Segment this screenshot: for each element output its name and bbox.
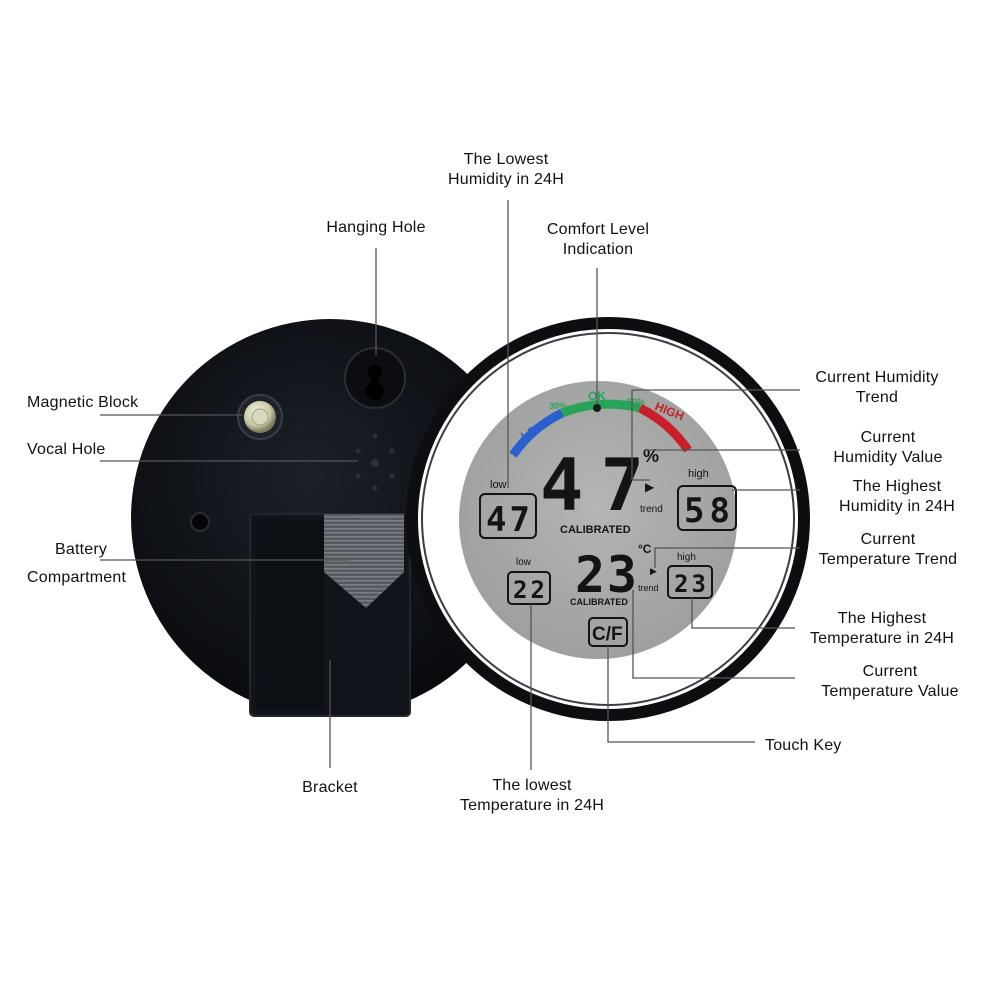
- device-back: [131, 319, 529, 717]
- ok-arc: [560, 399, 642, 418]
- label-lowest-temp: The lowest Temperature in 24H: [442, 776, 622, 816]
- temp-high-label: high: [677, 552, 696, 563]
- label-highest-humidity-line1: The Highest: [852, 478, 942, 495]
- label-lowest-humidity-line1: The Lowest: [463, 151, 549, 168]
- high-arc: [637, 403, 692, 453]
- hanging-hole: [344, 347, 406, 409]
- label-current-humidity-trend-line1: Current Humidity: [815, 369, 939, 386]
- label-battery-line1: Battery: [55, 541, 108, 558]
- label-comfort-level-line2: Indication: [562, 241, 634, 258]
- humidity-high-label: high: [688, 468, 709, 480]
- temp-calibrated: CALIBRATED: [570, 597, 628, 607]
- temp-value: 23: [575, 546, 637, 604]
- label-vocal-hole: Vocal Hole: [27, 441, 106, 458]
- label-magnetic-block: Magnetic Block: [27, 394, 139, 411]
- label-bracket: Bracket: [302, 779, 358, 796]
- label-battery-line2: Compartment: [27, 569, 127, 586]
- label-current-temp-value-line2: Temperature Value: [821, 683, 959, 700]
- humidity-calibrated: CALIBRATED: [560, 524, 631, 536]
- label-lowest-humidity: The Lowest Humidity in 24H: [416, 150, 596, 190]
- battery-compartment: [324, 514, 404, 608]
- temp-unit: °C: [638, 542, 652, 556]
- label-current-humidity-value: Current Humidity Value: [808, 428, 968, 468]
- temp-trend-label: trend: [638, 583, 659, 593]
- label-current-humidity-value-line1: Current: [860, 429, 916, 446]
- label-comfort-level-line1: Comfort Level: [546, 221, 650, 238]
- temp-high-box: [667, 565, 713, 599]
- leader-lines: [100, 200, 800, 770]
- humidity-low-label: low: [490, 479, 507, 491]
- label-current-temp-trend-line2: Temperature Trend: [818, 551, 958, 568]
- label-highest-temp: The Highest Temperature in 24H: [792, 609, 972, 649]
- label-current-temp-value-line1: Current: [862, 663, 918, 680]
- label-lowest-temp-line1: The lowest: [492, 777, 572, 794]
- label-current-temp-value: Current Temperature Value: [802, 662, 978, 702]
- arc-30-label: 30%: [549, 401, 567, 411]
- magnetic-block: [237, 394, 283, 440]
- label-current-humidity-trend-line2: Trend: [855, 389, 899, 406]
- temp-trend-arrow: ▶: [650, 566, 657, 576]
- label-lowest-humidity-line2: Humidity in 24H: [448, 171, 564, 188]
- label-highest-humidity: The Highest Humidity in 24H: [814, 477, 980, 517]
- humidity-trend-arrow: ▶: [645, 480, 655, 494]
- label-touch-key: Touch Key: [765, 737, 842, 754]
- label-current-temp-trend: Current Temperature Trend: [800, 530, 976, 570]
- temp-low-label: low: [516, 557, 532, 568]
- label-current-temp-trend-line1: Current: [860, 531, 916, 548]
- humidity-trend-label: trend: [640, 504, 663, 515]
- label-lowest-temp-line2: Temperature in 24H: [459, 797, 605, 814]
- label-current-humidity-value-line2: Humidity Value: [833, 449, 943, 466]
- low-arc: [509, 408, 565, 458]
- touch-key-label: C/F: [592, 624, 623, 645]
- humidity-high-box: [677, 485, 737, 531]
- label-comfort-level: Comfort Level Indication: [518, 220, 678, 260]
- label-highest-humidity-line2: Humidity in 24H: [839, 498, 955, 515]
- label-highest-temp-line2: Temperature in 24H: [809, 630, 955, 647]
- arc-50-label: 50%: [627, 397, 645, 407]
- humidity-unit: %: [643, 446, 659, 466]
- label-highest-temp-line1: The Highest: [837, 610, 927, 627]
- vocal-hole: [355, 433, 395, 491]
- temp-low-box: [507, 571, 551, 605]
- label-battery: Battery Compartment: [27, 536, 126, 592]
- label-hanging-hole: Hanging Hole: [326, 219, 426, 236]
- label-current-humidity-trend: Current Humidity Trend: [792, 368, 962, 408]
- humidity-low-box: [479, 493, 537, 539]
